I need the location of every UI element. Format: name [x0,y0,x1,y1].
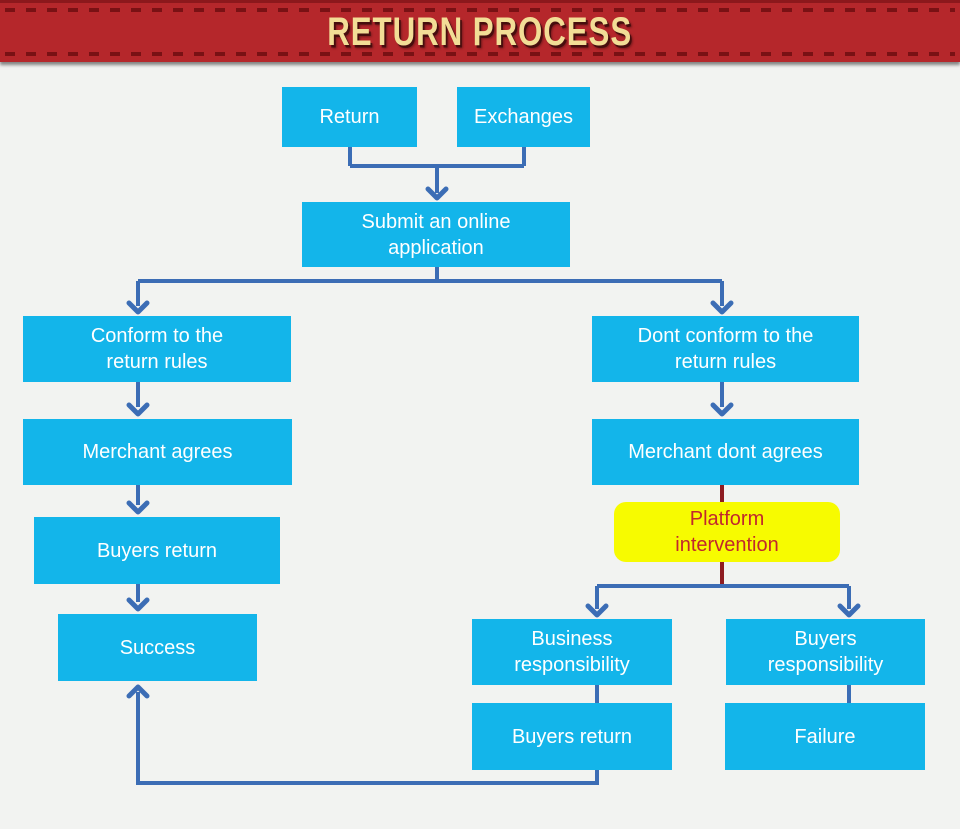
edge-return-exchanges-to-submit [348,147,526,201]
node-buyers-responsibility: Buyers responsibility [726,619,925,685]
node-business-responsibility: Business responsibility [472,619,672,685]
stitch-line-top [5,8,955,12]
node-merchant-agrees: Merchant agrees [23,419,292,485]
edge-merchant-agrees-to-buyers-return [126,485,150,515]
node-success: Success [58,614,257,681]
node-platform-intervention: Platform intervention [614,502,840,562]
node-submit-application: Submit an online application [302,202,570,267]
node-buyers-return-bottom: Buyers return [472,703,672,770]
node-merchant-dont-agrees: Merchant dont agrees [592,419,859,485]
node-return: Return [282,87,417,147]
node-conform-to-rules: Conform to the return rules [23,316,291,382]
node-dont-conform-to-rules: Dont conform to the return rules [592,316,859,382]
page-title: RETURN PROCESS [327,9,633,55]
header-banner: RETURN PROCESS [0,0,960,62]
node-buyers-return-left: Buyers return [34,517,280,584]
edge-buyers-return-loop-to-success [126,684,599,785]
edge-conform-to-merchant-agrees [126,382,150,417]
edge-submit-split [126,267,734,315]
node-exchanges: Exchanges [457,87,590,147]
edge-platform-split [585,584,861,618]
edge-buyers-return-to-success [126,584,150,612]
stitch-line-bottom [5,52,955,56]
edge-dont-conform-to-merchant-dont-agrees [710,382,734,417]
node-failure: Failure [725,703,925,770]
